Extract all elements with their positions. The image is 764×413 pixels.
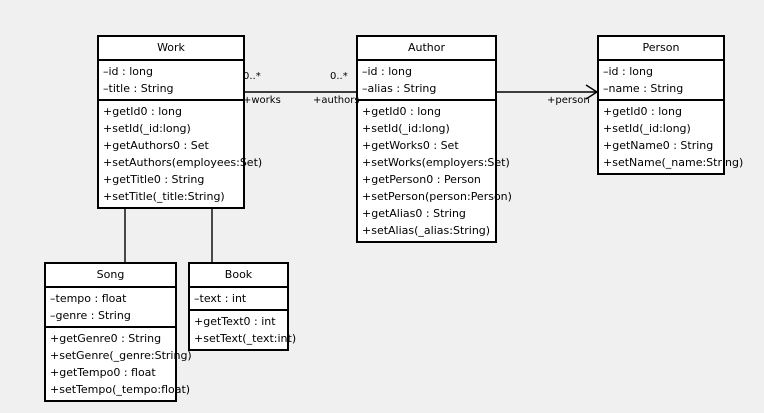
multiplicity-work-end: 0..* [243,71,261,82]
class-attributes-work: –id : long –title : String [99,61,243,101]
class-name-song: Song [46,264,175,288]
class-member: –genre : String [50,309,131,322]
class-member: +setTempo(_tempo:float) [50,383,191,396]
class-member: +getTempo0 : float [50,366,156,379]
class-member: +setAlias(_alias:String) [362,224,491,237]
class-member: +getAuthors0 : Set [103,139,209,152]
class-member: +setAuthors(employees:Set) [103,156,263,169]
class-name-author: Author [358,37,495,61]
class-operations-work: +getId0 : long +setId(_id:long) +getAuth… [99,101,263,207]
class-member: +getWorks0 : Set [362,139,459,152]
class-box-song[interactable]: Song –tempo : float –genre : String +get… [44,262,192,402]
class-member: –text : int [194,292,247,305]
class-member: +getName0 : String [603,139,714,152]
class-operations-song: +getGenre0 : String +setGenre(_genre:Str… [46,328,192,400]
class-member: +getAlias0 : String [362,207,466,220]
role-authors: +authors [313,95,360,106]
class-member: –title : String [103,82,174,95]
class-member: +getGenre0 : String [50,332,162,345]
class-member: +getId0 : long [603,105,682,118]
class-member: +setGenre(_genre:String) [50,349,192,362]
class-box-book[interactable]: Book –text : int +getText0 : int +setTex… [188,262,297,351]
class-box-author[interactable]: Author –id : long –alias : String +getId… [356,35,512,243]
role-works: +works [243,95,281,106]
class-name-book: Book [190,264,287,288]
class-member: –name : String [603,82,684,95]
class-name-person: Person [599,37,723,61]
class-member: –id : long [362,65,412,78]
class-member: +setText(_text:int) [194,332,297,345]
class-member: –id : long [603,65,653,78]
class-member: +setId(_id:long) [103,122,191,135]
class-member: +setTitle(_title:String) [103,190,225,203]
class-operations-author: +getId0 : long +setId(_id:long) +getWork… [358,101,512,241]
class-operations-book: +getText0 : int +setText(_text:int) [190,311,297,349]
role-person: +person [547,95,590,106]
class-member: +getTitle0 : String [103,173,205,186]
class-member: –alias : String [362,82,437,95]
class-member: +getPerson0 : Person [362,173,481,186]
class-member: +setPerson(person:Person) [362,190,512,203]
class-box-work[interactable]: Work –id : long –title : String +getId0 … [97,35,263,209]
class-attributes-song: –tempo : float –genre : String [46,288,175,328]
class-member: +setId(_id:long) [603,122,691,135]
class-member: +getId0 : long [362,105,441,118]
class-member: +getText0 : int [194,315,276,328]
class-member: –tempo : float [50,292,127,305]
class-attributes-author: –id : long –alias : String [358,61,495,101]
class-attributes-book: –text : int [190,288,287,311]
class-attributes-person: –id : long –name : String [599,61,723,101]
class-member: +setName(_name:String) [603,156,744,169]
class-operations-person: +getId0 : long +setId(_id:long) +getName… [599,101,744,173]
class-box-person[interactable]: Person –id : long –name : String +getId0… [597,35,744,175]
class-member: +getId0 : long [103,105,182,118]
class-member: –id : long [103,65,153,78]
multiplicity-author-end: 0..* [330,71,348,82]
class-member: +setWorks(employers:Set) [362,156,510,169]
class-name-work: Work [99,37,243,61]
class-member: +setId(_id:long) [362,122,450,135]
